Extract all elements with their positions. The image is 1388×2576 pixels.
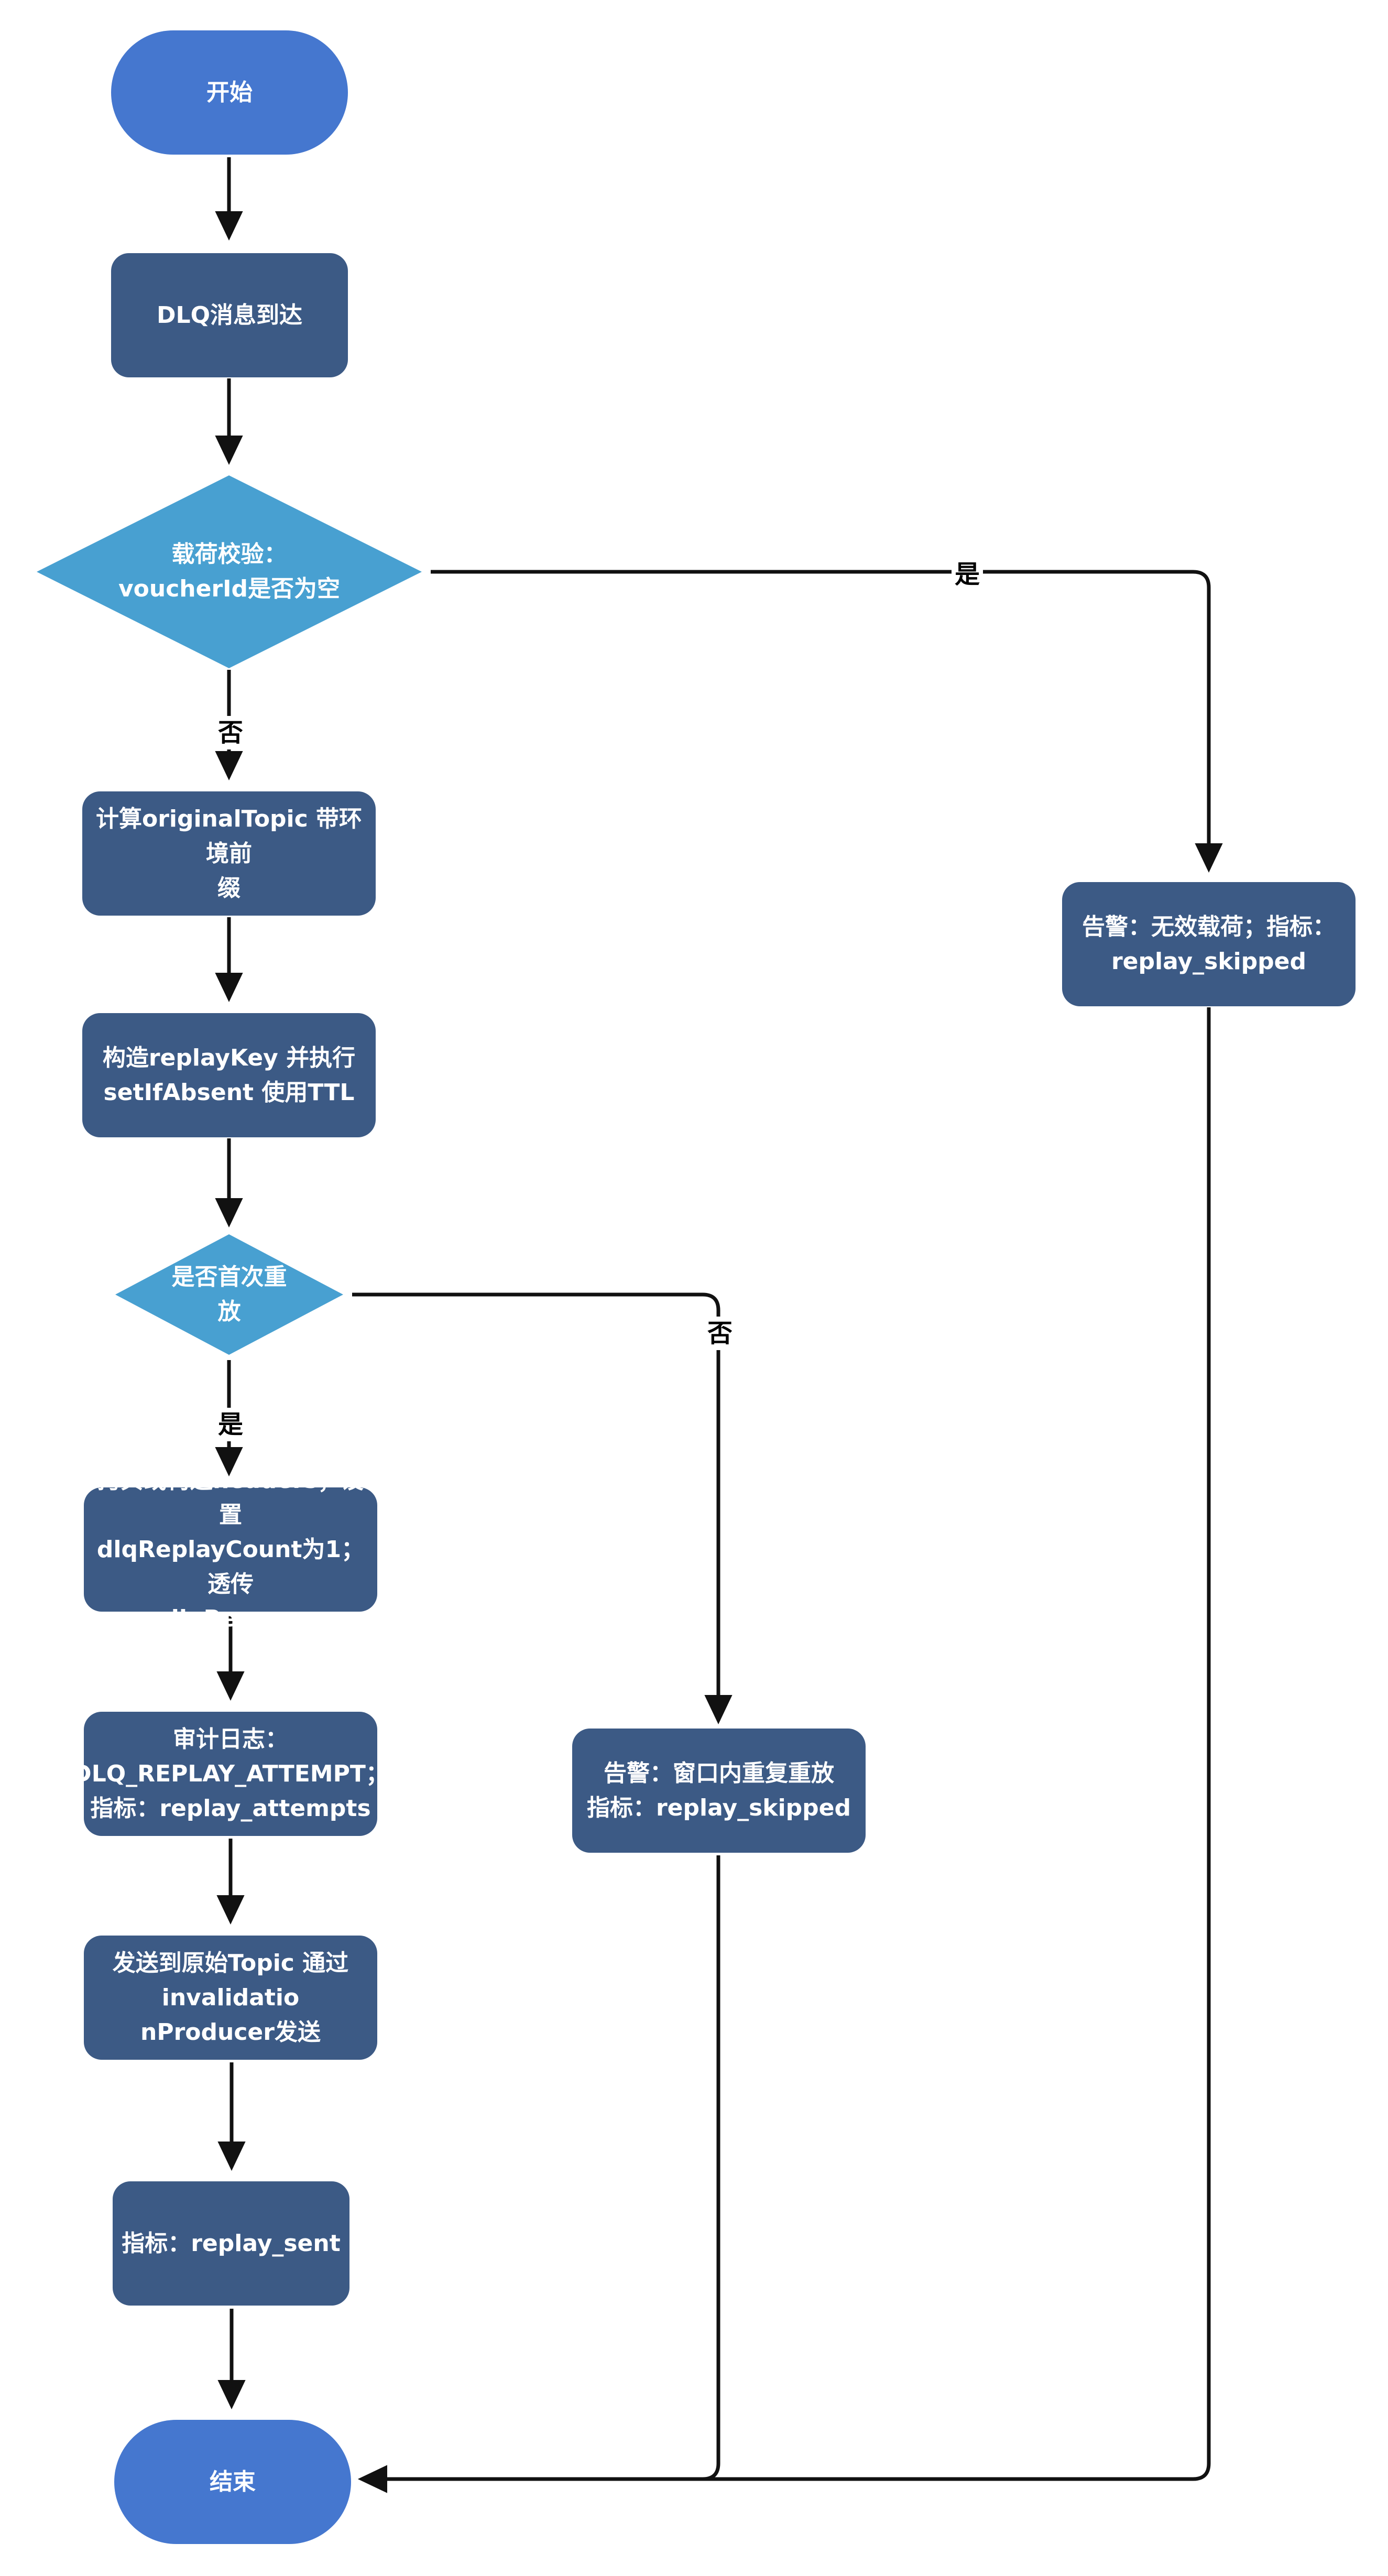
- metric-sent-label: 指标：replay_sent: [122, 2230, 341, 2257]
- alert-duplicate-node: 告警：窗口内重复重放 指标：replay_skipped: [572, 1729, 866, 1853]
- send-topic-node: 发送到原始Topic 通过 invalidatio nProducer发送: [84, 1936, 377, 2060]
- send-topic-label: 发送到原始Topic 通过 invalidatio nProducer发送: [112, 1949, 349, 2046]
- first-replay-node: 是否首次重 放: [115, 1234, 343, 1355]
- decision-diamond-payload-check: [37, 475, 422, 668]
- edge-first-no-to-alert: [352, 1292, 733, 1724]
- decision-diamond-first-replay: [115, 1234, 343, 1355]
- alert-invalid-label: 告警：无效载荷；指标： replay_skipped: [1082, 913, 1336, 975]
- edge-label-first-yes: 是: [215, 1408, 247, 1441]
- first-replay-label: 是否首次重 放: [171, 1264, 287, 1325]
- payload-check-node: 载荷校验： voucherId是否为空: [37, 475, 422, 668]
- end-node: 结束: [114, 2420, 351, 2544]
- audit-log-label: 审计日志： DLQ_REPLAY_ATTEMPT； 指标：replay_atte…: [72, 1725, 389, 1822]
- edge-alert-invalid-to-end: [358, 1007, 1211, 2493]
- edge-label-payload-yes: 是: [952, 558, 983, 591]
- edge-alert-duplicate-to-end: [358, 1855, 720, 2493]
- replay-key-node: 构造replayKey 并执行 setIfAbsent 使用TTL: [82, 1013, 376, 1137]
- metric-sent-node: 指标：replay_sent: [113, 2181, 349, 2306]
- edge-label-payload-no: 否: [215, 716, 247, 749]
- payload-check-label: 载荷校验： voucherId是否为空: [118, 541, 341, 602]
- dlq-arrive-label: DLQ消息到达: [157, 301, 302, 329]
- copy-headers-node: 拷贝或构造headers；设置 dlqReplayCount为1；透传 dlqR…: [84, 1467, 377, 1632]
- edge-check-yes-to-alert: [431, 570, 1223, 873]
- edge-label-first-no: 否: [704, 1317, 736, 1350]
- start-node: 开始: [111, 30, 348, 155]
- end-label: 结束: [210, 2468, 256, 2495]
- alert-invalid-node: 告警：无效载荷；指标： replay_skipped: [1062, 882, 1356, 1006]
- compute-topic-node: 计算originalTopic 带环境前 缀: [82, 791, 376, 916]
- alert-duplicate-label: 告警：窗口内重复重放 指标：replay_skipped: [586, 1759, 851, 1821]
- compute-topic-label: 计算originalTopic 带环境前 缀: [95, 805, 363, 901]
- audit-log-node: 审计日志： DLQ_REPLAY_ATTEMPT； 指标：replay_atte…: [72, 1712, 389, 1836]
- copy-headers-label: 拷贝或构造headers；设置 dlqReplayCount为1；透传 dlqR…: [96, 1466, 365, 1632]
- replay-key-label: 构造replayKey 并执行 setIfAbsent 使用TTL: [102, 1044, 356, 1106]
- start-label: 开始: [206, 79, 253, 106]
- dlq-arrive-node: DLQ消息到达: [111, 253, 348, 377]
